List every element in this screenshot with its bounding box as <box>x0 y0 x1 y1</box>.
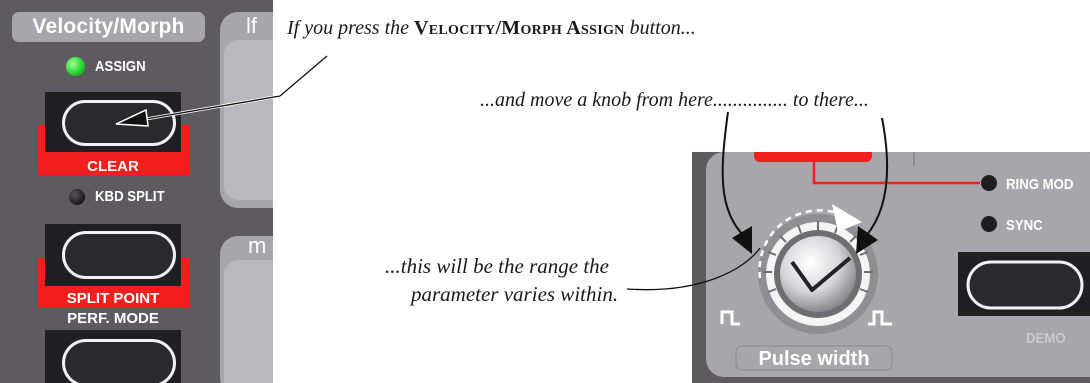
pulse-wide-icon <box>868 310 892 326</box>
annotation-press-button: If you press the Velocity/Morph Assign b… <box>287 17 696 40</box>
ring-mod-label: RING MOD <box>1006 176 1074 193</box>
mod-subpanel-label: m <box>248 233 267 258</box>
osc-red-label <box>754 152 872 162</box>
velocity-morph-panel: Velocity/Morph lf m ASSIGN CLEAR KBD SPL… <box>0 0 273 383</box>
perf-mode-label: PERF. MODE <box>67 310 159 327</box>
kbd-split-label: KBD SPLIT <box>95 188 165 205</box>
demo-label: DEMO <box>1026 330 1066 347</box>
pulse-width-label: Pulse width <box>758 348 870 370</box>
annotation-morph-assign: Morph Assign <box>501 17 625 39</box>
from-here-arrowhead <box>732 226 752 254</box>
range-pointer-line <box>626 247 761 291</box>
to-there-arrowhead <box>856 226 878 254</box>
from-here-arrow <box>721 111 745 237</box>
pulse-width-section <box>720 152 1090 371</box>
sync-button[interactable] <box>966 260 1084 310</box>
pulse-narrow-icon <box>720 310 740 326</box>
assign-pointer-line <box>279 55 328 97</box>
annotation-velocity: Velocity <box>414 17 496 39</box>
velocity-morph-header: Velocity/Morph <box>12 12 205 42</box>
assign-led <box>66 57 85 76</box>
lfo-subpanel: lf <box>220 12 273 208</box>
sync-label: SYNC <box>1006 217 1043 234</box>
knob-range-arc <box>758 209 841 279</box>
ring-mod-connector <box>812 162 980 185</box>
annotation-suffix: button... <box>629 17 696 39</box>
split-point-label: SPLIT POINT <box>66 290 160 307</box>
perf-mode-button[interactable] <box>62 339 176 383</box>
assign-pointer-arrow <box>139 95 281 121</box>
annotation-slash: / <box>495 17 502 39</box>
to-there-arrow <box>865 117 889 237</box>
mod-subpanel-inner <box>224 260 273 383</box>
annotation-move-knob: ...and move a knob from here............… <box>480 89 869 111</box>
lfo-subpanel-label: lf <box>246 13 257 38</box>
sync-led <box>981 216 997 232</box>
pulse-width-knob[interactable] <box>780 236 856 312</box>
annotation-range-line1: ...this will be the range the <box>385 254 609 278</box>
kbd-split-led <box>69 189 85 205</box>
clear-label: CLEAR <box>87 158 139 175</box>
oscillator-panel: RING MOD SYNC DEMO Pulse width <box>692 152 1090 383</box>
range-arrowhead <box>832 204 862 232</box>
annotation-range-line2: parameter varies within. <box>411 282 619 306</box>
kbd-split-button[interactable] <box>62 231 176 279</box>
assign-label: ASSIGN <box>95 58 146 75</box>
lfo-subpanel-inner <box>224 40 273 200</box>
mod-subpanel: m <box>220 233 273 383</box>
assign-pointer-arrowhead <box>115 108 149 127</box>
ring-mod-led <box>981 175 997 191</box>
pulse-width-label-bg <box>735 345 893 371</box>
annotation-prefix: If you press the <box>287 17 410 39</box>
